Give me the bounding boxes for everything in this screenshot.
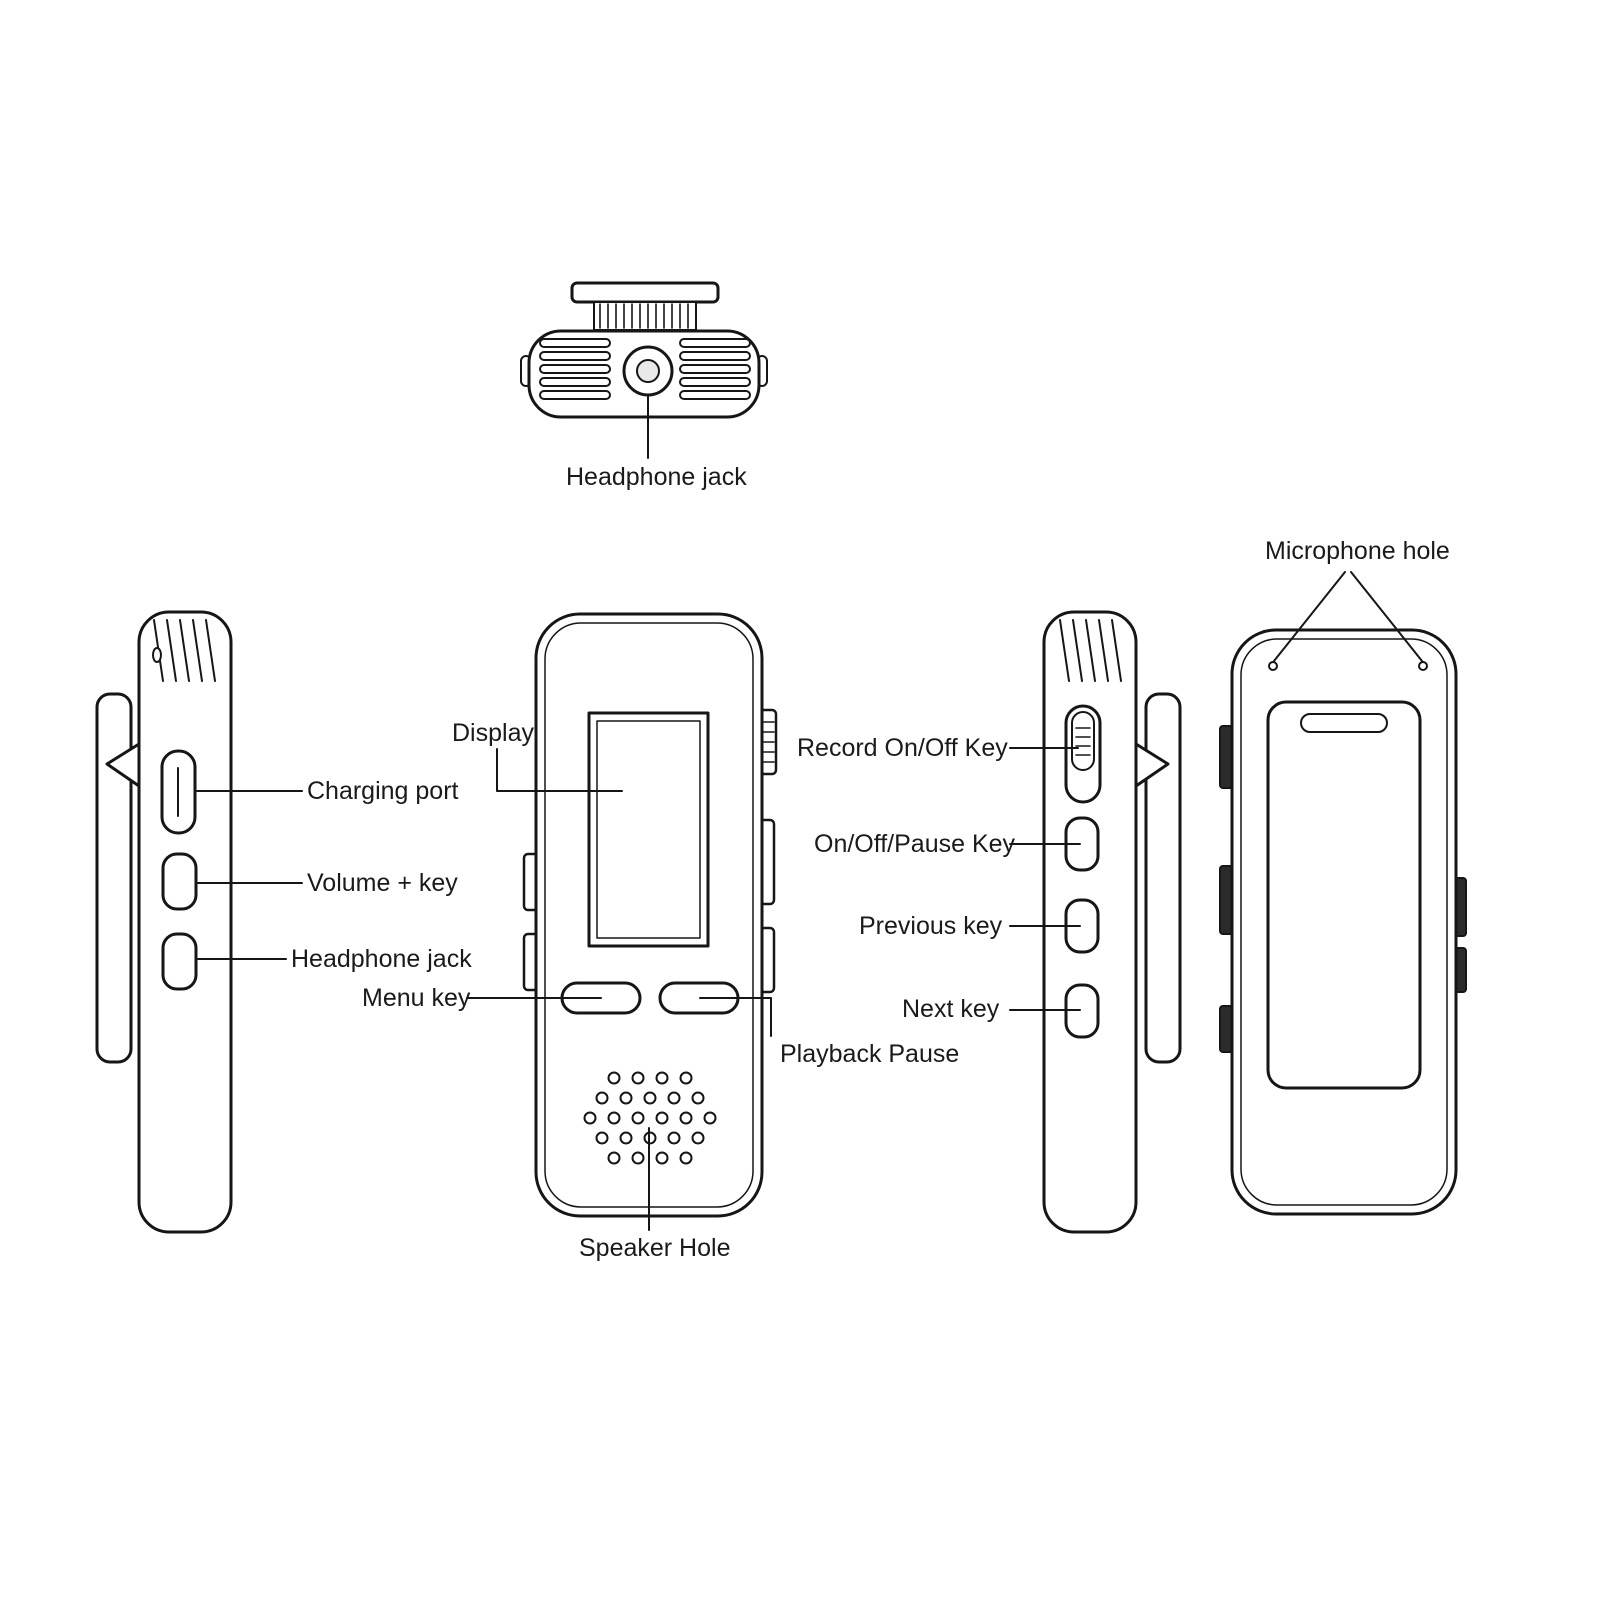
right-mic-grille <box>1059 619 1122 682</box>
label-previous-key: Previous key <box>859 912 1003 940</box>
left-clip <box>95 692 133 1064</box>
label-headphone-jack-top: Headphone jack <box>566 463 747 491</box>
right-side-view <box>1042 610 1182 1234</box>
label-playback-pause: Playback Pause <box>780 1040 960 1068</box>
label-speaker-hole: Speaker Hole <box>579 1234 731 1262</box>
leader-playback-pause <box>699 997 772 1037</box>
label-record-on-off-key: Record On/Off Key <box>797 734 1008 762</box>
label-next-key: Next key <box>902 995 1000 1023</box>
top-right-ribs <box>679 338 751 400</box>
left-body <box>137 610 233 1234</box>
right-clip-hook <box>1134 742 1170 788</box>
headphone-jack-side <box>161 932 198 991</box>
label-display: Display <box>452 719 534 747</box>
back-body-inner <box>1240 638 1448 1206</box>
leader-microphone-right <box>1350 571 1423 662</box>
left-mic-grille <box>153 619 216 682</box>
top-clip-bar <box>570 281 720 304</box>
right-clip <box>1144 692 1182 1064</box>
label-volume-plus-key: Volume + key <box>307 869 458 897</box>
back-clip-plate <box>1266 700 1422 1090</box>
speaker-holes <box>583 1071 717 1165</box>
top-clip-spring <box>593 301 697 331</box>
record-switch-knob <box>1071 711 1095 771</box>
back-clip-slot <box>1300 713 1388 733</box>
label-microphone-hole: Microphone hole <box>1265 537 1450 565</box>
front-view <box>522 612 778 1218</box>
microphone-hole-right <box>1418 661 1428 671</box>
label-charging-port: Charging port <box>307 777 459 805</box>
record-switch-ridges <box>1075 727 1091 756</box>
back-view <box>1219 628 1467 1216</box>
headphone-jack-hole <box>636 359 660 383</box>
volume-plus-button <box>161 852 198 911</box>
label-on-off-pause-key: On/Off/Pause Key <box>814 830 1016 858</box>
label-headphone-jack-side: Headphone jack <box>291 945 472 973</box>
leader-microphone-left <box>1273 571 1346 662</box>
left-clip-hook <box>105 742 141 788</box>
top-left-ribs <box>539 338 611 400</box>
leader-lines <box>196 395 1423 1231</box>
left-side-view <box>95 610 233 1234</box>
label-menu-key: Menu key <box>362 984 471 1012</box>
display-screen-inner <box>596 720 701 939</box>
leader-display <box>496 748 623 792</box>
left-side-hole <box>152 647 162 663</box>
top-view <box>520 281 768 419</box>
display-screen <box>587 711 710 948</box>
microphone-hole-left <box>1268 661 1278 671</box>
